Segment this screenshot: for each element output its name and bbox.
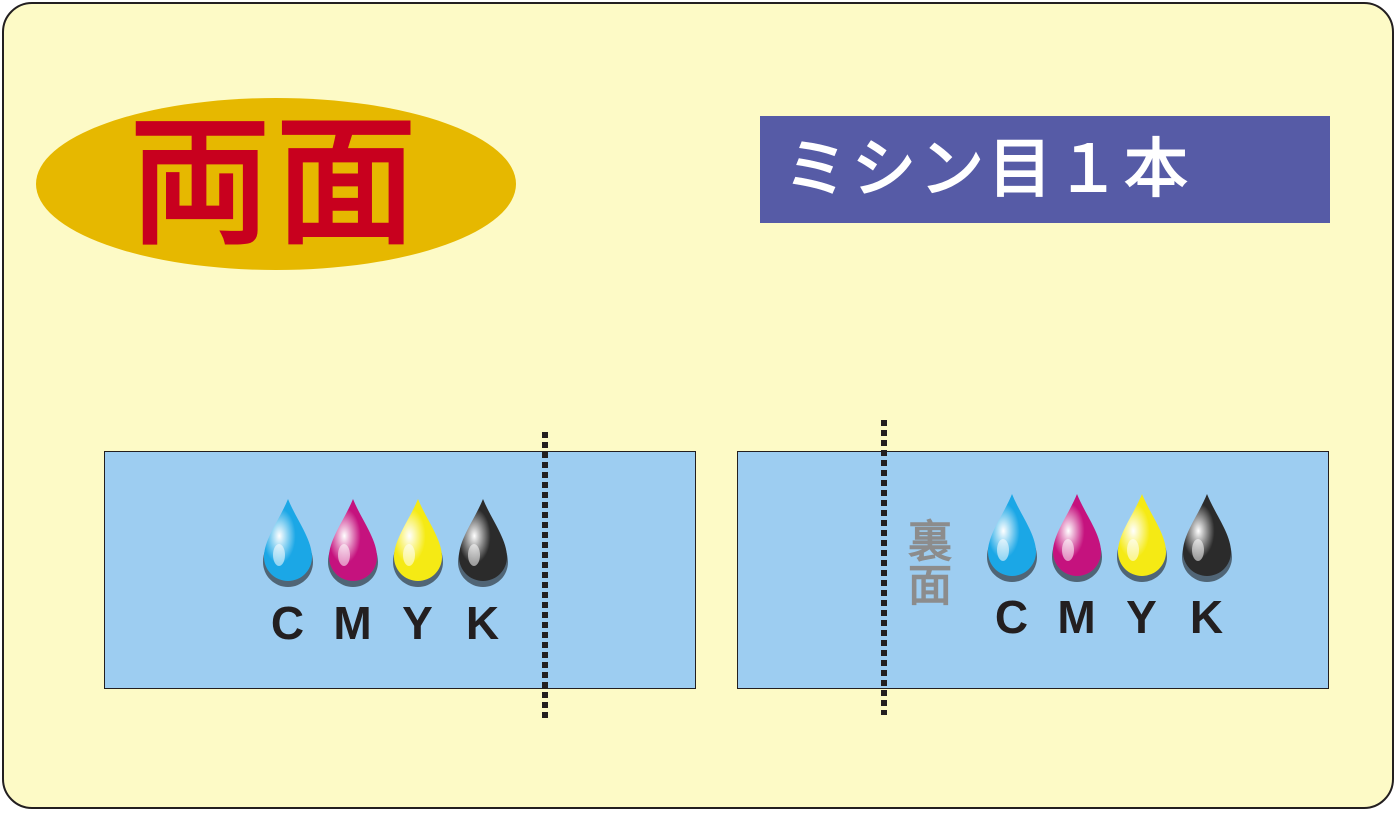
back-ink-letter-y: Y	[1126, 591, 1157, 643]
back-ink-letter-c: C	[994, 591, 1029, 643]
yellow-ink-drop-icon	[1117, 494, 1167, 582]
front-perforation-line	[542, 432, 548, 722]
front-ink-letter-k: K	[465, 597, 500, 649]
back-ink-letter-m: M	[1057, 591, 1096, 643]
front-ink-letter-y: Y	[402, 597, 433, 649]
magenta-ink-drop-icon	[1052, 494, 1102, 582]
front-ink-letter-c: C	[270, 597, 305, 649]
back-cmyk-labels: C M Y K	[979, 594, 1239, 640]
magenta-ink-drop-icon	[328, 499, 378, 587]
title-oval	[36, 98, 516, 270]
back-ink-letter-k: K	[1189, 591, 1224, 643]
front-cmyk-labels: C M Y K	[255, 600, 515, 646]
back-ink-drops	[986, 492, 1233, 584]
cyan-ink-drop-icon	[987, 494, 1037, 582]
black-ink-drop-icon	[1182, 494, 1232, 582]
back-perforation-line	[881, 420, 887, 715]
cyan-ink-drop-icon	[263, 499, 313, 587]
perforation-count-banner: ミシン目１本	[760, 116, 1330, 223]
yellow-ink-drop-icon	[393, 499, 443, 587]
double-sided-title: 両面	[129, 102, 422, 265]
back-side-label: 裏面	[900, 518, 951, 606]
front-ink-drops	[262, 497, 509, 589]
black-ink-drop-icon	[458, 499, 508, 587]
front-ink-letter-m: M	[333, 597, 372, 649]
